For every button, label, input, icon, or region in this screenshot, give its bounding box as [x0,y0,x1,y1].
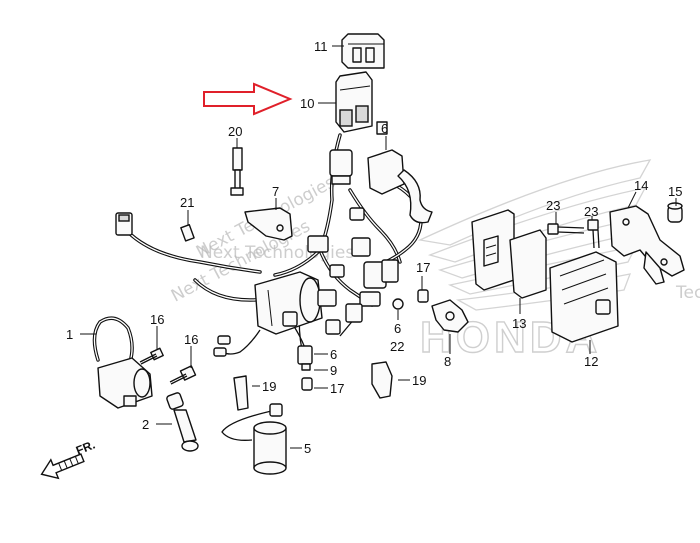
watermark-text: Techno [675,283,700,303]
part-23-bolt-b [587,219,600,249]
callout-9: 9 [330,363,337,378]
part-6-connector-top [329,149,353,185]
part-5-condenser [221,403,287,475]
callout-2: 2 [142,417,149,432]
part-21-clip [180,224,195,242]
part-17-bolt-a [301,377,313,391]
callout-17-b: 17 [416,260,430,275]
part-9-connector [297,345,313,371]
callout-13: 13 [512,316,526,331]
part-12-regulator [549,251,619,343]
callout-23-a: 23 [546,198,560,213]
callout-16-a: 16 [150,312,164,327]
harness-connectors [282,207,399,335]
part-20-sensor [230,147,244,196]
part-10-connector [335,71,388,135]
harness-cylinder-component [254,271,323,335]
callout-17-a: 17 [330,381,344,396]
callout-10: 10 [300,96,314,111]
callout-6-top: 6 [381,121,388,136]
callout-20: 20 [228,124,242,139]
highlight-arrow [203,82,293,116]
leader-lines [80,45,677,449]
part-14-mounting-bracket [609,205,685,285]
callout-16-b: 16 [184,332,198,347]
callout-21: 21 [180,195,194,210]
callout-11: 11 [314,39,328,54]
part-17-bolt-b [417,289,429,303]
callout-7: 7 [272,184,279,199]
callout-19-b: 19 [412,373,426,388]
part-19-cap-a [233,375,249,411]
part-22-grommet [392,298,404,310]
part-1-ignition-coil [92,316,153,409]
part-7-bracket [244,207,293,241]
front-direction-marker: FR. [40,438,97,480]
front-arrow-icon [40,453,85,480]
callout-19-a: 19 [262,379,276,394]
ring-terminals [213,335,231,357]
callout-14: 14 [634,178,648,193]
part-16-bolt-a [139,347,164,365]
callout-12: 12 [584,354,598,369]
callout-23-b: 23 [584,204,598,219]
part-23-bolt-a [547,223,585,235]
callout-5: 5 [304,441,311,456]
part-15-collar [667,202,683,223]
part-13-ecu-module [471,209,547,299]
part-11-connector-cover [341,33,385,69]
callout-22: 22 [390,339,404,354]
part-19-cap-b [371,361,393,399]
callout-15: 15 [668,184,682,199]
part-8-bracket [431,299,469,333]
part-2-plug-cap [166,392,199,452]
part-6-large-connector [367,149,433,224]
callout-6-mid: 6 [330,347,337,362]
harness-end-connector [115,212,133,236]
part-16-bolt-b [169,365,197,385]
callout-6-low: 6 [394,321,401,336]
front-label: FR. [74,438,97,458]
callout-8: 8 [444,354,451,369]
callout-1: 1 [66,327,73,342]
